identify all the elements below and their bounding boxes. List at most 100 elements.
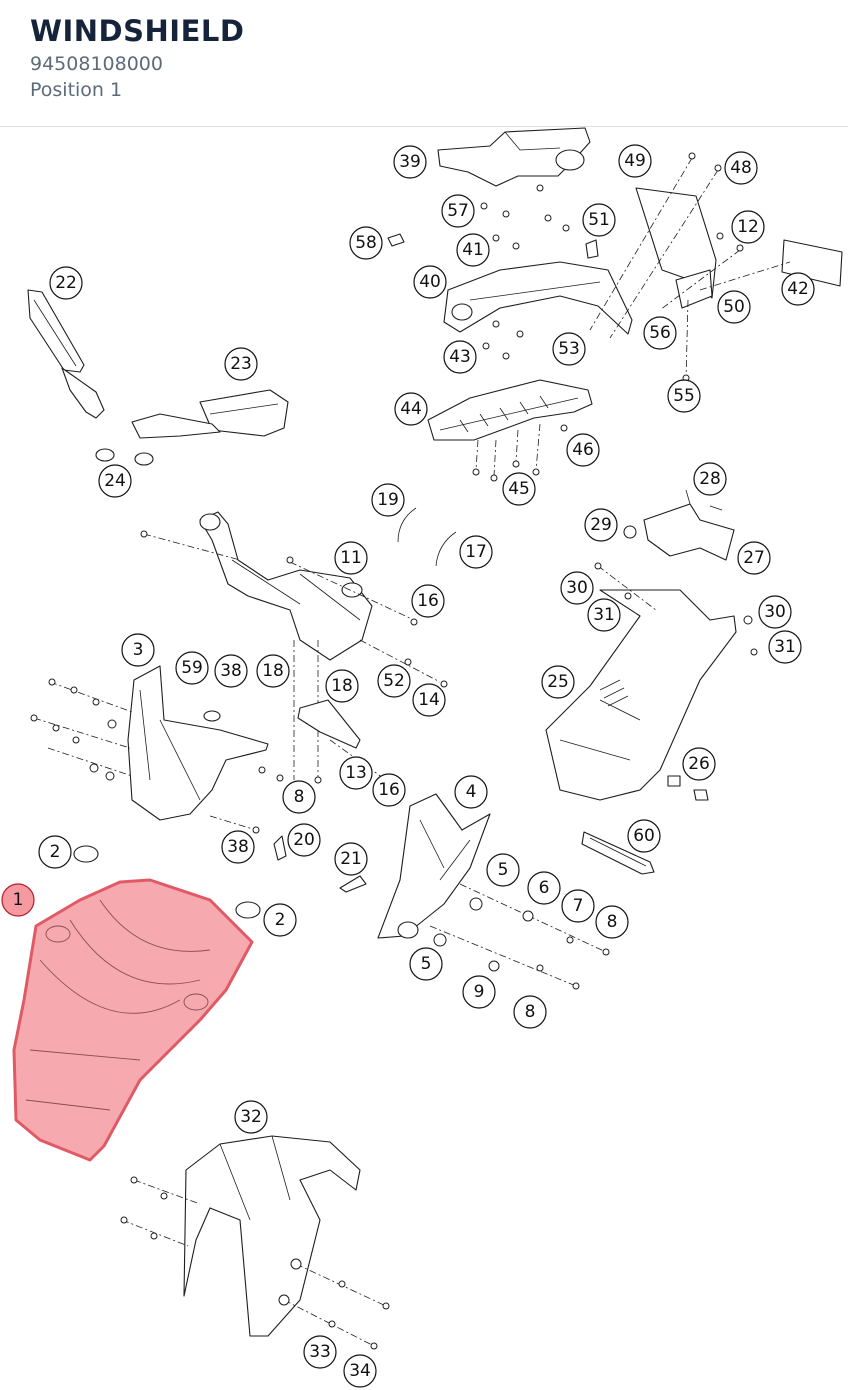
callout-41[interactable]: 41: [456, 233, 490, 267]
callout-16[interactable]: 16: [372, 773, 406, 807]
callout-38[interactable]: 38: [221, 830, 255, 864]
svg-text:34: 34: [349, 1361, 371, 1381]
callout-8[interactable]: 8: [282, 780, 316, 814]
callout-14[interactable]: 14: [412, 683, 446, 717]
callout-48[interactable]: 48: [724, 151, 758, 185]
callout-8[interactable]: 8: [513, 995, 547, 1029]
rear-subframe: [437, 127, 633, 335]
svg-text:58: 58: [355, 233, 377, 253]
callout-34[interactable]: 34: [343, 1354, 377, 1388]
svg-text:38: 38: [220, 661, 242, 681]
mirror-right: [131, 389, 289, 439]
front-fender: [120, 1135, 390, 1350]
svg-text:50: 50: [723, 297, 745, 317]
grommets: [73, 845, 261, 919]
callout-22[interactable]: 22: [49, 266, 83, 300]
svg-text:6: 6: [539, 878, 550, 898]
callout-18[interactable]: 18: [256, 654, 290, 688]
callout-13[interactable]: 13: [339, 756, 373, 790]
callout-2[interactable]: 2: [38, 835, 72, 869]
svg-text:5: 5: [421, 954, 432, 974]
callout-2[interactable]: 2: [263, 903, 297, 937]
svg-text:52: 52: [383, 671, 405, 691]
callout-55[interactable]: 55: [667, 379, 701, 413]
svg-text:42: 42: [787, 279, 809, 299]
svg-text:46: 46: [572, 440, 594, 460]
callout-39[interactable]: 39: [393, 145, 427, 179]
part-number: 94508108000: [30, 53, 163, 75]
windshield-highlight[interactable]: [12, 878, 254, 1162]
svg-text:20: 20: [293, 830, 315, 850]
callout-11[interactable]: 11: [334, 541, 368, 575]
svg-text:27: 27: [743, 548, 765, 568]
callout-43[interactable]: 43: [443, 340, 477, 374]
callout-8[interactable]: 8: [595, 905, 629, 939]
svg-text:55: 55: [673, 386, 695, 406]
svg-text:13: 13: [345, 763, 367, 783]
svg-text:48: 48: [730, 158, 752, 178]
side-cover: [377, 793, 610, 990]
callout-53[interactable]: 53: [552, 332, 586, 366]
svg-text:44: 44: [400, 399, 422, 419]
callout-20[interactable]: 20: [287, 823, 321, 857]
callout-25[interactable]: 25: [541, 665, 575, 699]
callout-21[interactable]: 21: [334, 842, 368, 876]
callout-6[interactable]: 6: [527, 871, 561, 905]
callout-27[interactable]: 27: [737, 541, 771, 575]
callout-50[interactable]: 50: [717, 290, 751, 324]
callout-31[interactable]: 31: [768, 630, 802, 664]
callout-1[interactable]: 1: [1, 883, 35, 917]
callout-24[interactable]: 24: [98, 464, 132, 498]
callout-5[interactable]: 5: [409, 947, 443, 981]
callout-3[interactable]: 3: [121, 633, 155, 667]
callout-60[interactable]: 60: [627, 819, 661, 853]
callout-7[interactable]: 7: [561, 889, 595, 923]
callout-57[interactable]: 57: [441, 194, 475, 228]
svg-text:33: 33: [309, 1342, 331, 1362]
svg-text:2: 2: [275, 910, 286, 930]
svg-text:51: 51: [588, 210, 610, 230]
callout-12[interactable]: 12: [731, 210, 765, 244]
callout-19[interactable]: 19: [371, 483, 405, 517]
svg-text:1: 1: [13, 890, 24, 910]
callout-5[interactable]: 5: [486, 853, 520, 887]
callout-23[interactable]: 23: [224, 347, 258, 381]
svg-text:31: 31: [593, 605, 615, 625]
callout-30[interactable]: 30: [560, 571, 594, 605]
callout-44[interactable]: 44: [394, 392, 428, 426]
svg-text:14: 14: [418, 690, 440, 710]
callout-42[interactable]: 42: [781, 272, 815, 306]
callout-51[interactable]: 51: [582, 203, 616, 237]
callout-45[interactable]: 45: [502, 472, 536, 506]
headlight-housing: [30, 665, 404, 893]
svg-text:2: 2: [50, 842, 61, 862]
callout-52[interactable]: 52: [377, 664, 411, 698]
callout-28[interactable]: 28: [693, 462, 727, 496]
hoses: [397, 507, 457, 567]
svg-text:59: 59: [181, 658, 203, 678]
callout-16[interactable]: 16: [411, 584, 445, 618]
callout-33[interactable]: 33: [303, 1335, 337, 1369]
callout-32[interactable]: 32: [234, 1100, 268, 1134]
callout-38[interactable]: 38: [214, 654, 248, 688]
svg-text:23: 23: [230, 354, 252, 374]
callout-58[interactable]: 58: [349, 226, 383, 260]
callout-59[interactable]: 59: [175, 651, 209, 685]
callout-49[interactable]: 49: [618, 144, 652, 178]
callout-46[interactable]: 46: [566, 433, 600, 467]
callout-26[interactable]: 26: [682, 747, 716, 781]
svg-text:18: 18: [262, 661, 284, 681]
svg-text:22: 22: [55, 273, 77, 293]
callout-31[interactable]: 31: [587, 598, 621, 632]
svg-text:40: 40: [419, 272, 441, 292]
svg-text:4: 4: [466, 782, 477, 802]
callout-40[interactable]: 40: [413, 265, 447, 299]
callout-56[interactable]: 56: [643, 316, 677, 350]
callout-17[interactable]: 17: [459, 535, 493, 569]
callout-18[interactable]: 18: [325, 669, 359, 703]
callout-9[interactable]: 9: [462, 975, 496, 1009]
callout-4[interactable]: 4: [454, 775, 488, 809]
callout-30[interactable]: 30: [758, 595, 792, 629]
mirror-washers: [95, 448, 154, 466]
callout-29[interactable]: 29: [584, 508, 618, 542]
